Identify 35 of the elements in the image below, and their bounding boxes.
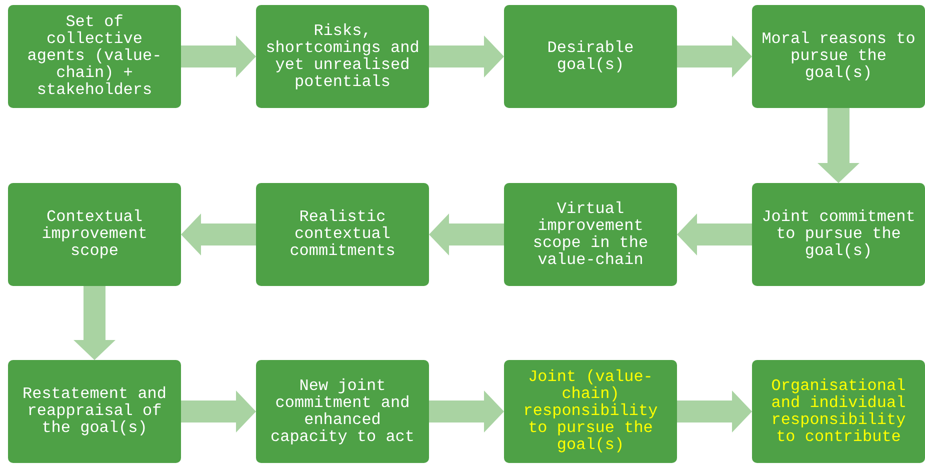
box-label: New joint commitment and enhanced capacity to act — [269, 378, 416, 446]
box-label: Restatement and reappraisal of the goal(s) — [21, 386, 168, 437]
process-box — [8, 183, 181, 286]
arrow — [818, 108, 860, 183]
box-label: Contextual improvement scope — [40, 209, 148, 260]
arrow — [677, 36, 752, 78]
process-box — [504, 183, 677, 286]
box-label: Realistic contextual commitments — [288, 209, 396, 260]
process-box — [752, 360, 925, 463]
arrow — [74, 286, 116, 360]
box-label: Moral reasons to pursue the goal(s) — [760, 31, 916, 82]
arrow — [429, 390, 504, 432]
process-box — [504, 360, 677, 463]
box-label: Joint commitment to pursue the goal(s) — [760, 209, 916, 260]
box-label: Joint (value-chain) responsibility to pursue the goal(s) — [522, 369, 659, 454]
arrow — [429, 36, 504, 78]
arrow — [181, 36, 256, 78]
process-box — [256, 183, 429, 286]
box-label: Organisational and individual responsibility to contribute — [770, 378, 907, 446]
process-box — [256, 5, 429, 108]
box-label: Set of collective agents (value-chain) + stakeholders — [26, 14, 163, 99]
process-box — [8, 360, 181, 463]
process-box — [256, 360, 429, 463]
arrow — [429, 214, 504, 256]
box-label: Desirable goal(s) — [546, 40, 635, 74]
process-box — [752, 183, 925, 286]
arrow — [677, 390, 752, 432]
process-box — [752, 5, 925, 108]
arrow — [181, 214, 256, 256]
process-box — [504, 5, 677, 108]
arrow — [181, 390, 256, 432]
box-label: Virtual improvement scope in the value-chain — [532, 200, 650, 268]
process-box — [8, 5, 181, 108]
arrow — [677, 214, 752, 256]
box-label: Risks, shortcomings and yet unrealised potentials — [264, 22, 420, 90]
